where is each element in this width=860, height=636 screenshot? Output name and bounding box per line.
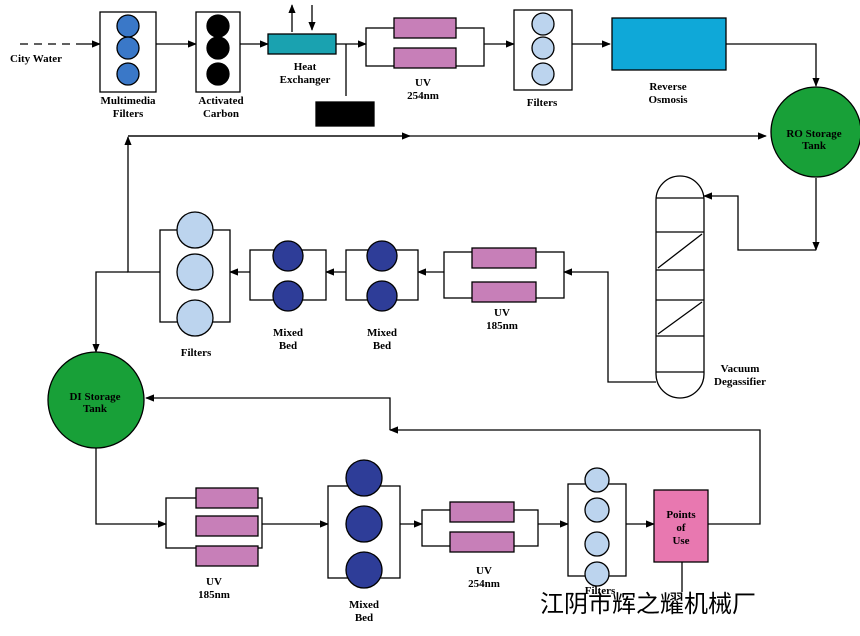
mixed3-label: Mixed — [349, 599, 379, 611]
mixed-bed-1 — [345, 240, 419, 312]
multimedia-filters-vessel — [116, 14, 140, 38]
uv-185-mid-lamp — [471, 281, 537, 303]
uv-top-label: 254nm — [407, 90, 439, 102]
mixed1-label: Mixed — [367, 327, 397, 339]
uv-bot2-label: 254nm — [468, 578, 500, 590]
heat-exchanger — [267, 33, 337, 55]
mixed-bed-3-vessel — [345, 551, 383, 589]
mixed-bed-1-vessel — [366, 240, 398, 272]
pou-label: Points — [666, 509, 696, 521]
uv-185-bot — [165, 487, 263, 567]
carbon-label: Carbon — [203, 108, 239, 120]
mixed-bed-3-vessel — [345, 459, 383, 497]
uv-185-mid-lamp — [471, 247, 537, 269]
flow-line — [703, 192, 816, 251]
multimedia-label: Filters — [113, 108, 144, 120]
points-of-use — [653, 489, 709, 563]
flow-line — [563, 268, 656, 383]
filters-bot-vessel — [584, 561, 610, 587]
di-tank-label: Tank — [83, 403, 108, 415]
activated-carbon-vessel — [206, 14, 230, 38]
recirc-line — [124, 136, 160, 273]
flow-line — [726, 43, 820, 87]
inlet-label: City Water — [10, 53, 62, 65]
filters-top — [513, 9, 573, 91]
filters-top-vessel — [531, 62, 555, 86]
ro-label: Osmosis — [648, 94, 688, 106]
pou-label: Use — [672, 535, 689, 547]
degassifier-shell — [655, 175, 705, 399]
filters-bot-vessel — [584, 497, 610, 523]
uv-mid-label: UV — [494, 307, 510, 319]
vacuum-label: Degassifier — [714, 376, 766, 388]
di-tank-label: DI Storage — [69, 391, 120, 403]
uv-bot1-label: 185nm — [198, 589, 230, 601]
uv-185-mid — [443, 247, 565, 303]
pou-label: of — [676, 522, 686, 534]
carbon-label: Activated — [198, 95, 243, 107]
uv-254-bot — [421, 501, 539, 553]
uv-bot2-label: UV — [476, 565, 492, 577]
activated-carbon-vessel — [206, 62, 230, 86]
vacuum-label: Vacuum — [721, 363, 760, 375]
mixed1-label: Bed — [373, 340, 391, 352]
uv-mid-label: 185nm — [486, 320, 518, 332]
mixed-bed-3 — [327, 459, 401, 589]
return-line — [145, 394, 391, 430]
vacuum-degassifier — [655, 175, 705, 399]
flow-line — [95, 446, 167, 528]
uv-top-label: UV — [415, 77, 431, 89]
ro-storage-tank — [770, 86, 860, 178]
filters-top-label: Filters — [527, 97, 558, 109]
uv-254-top — [365, 17, 485, 69]
filters-mid-vessel — [176, 299, 214, 337]
heat-exchanger-label: Heat — [294, 61, 317, 73]
watermark: 江阴市辉之耀机械厂 — [540, 590, 756, 618]
filters-mid-vessel — [176, 211, 214, 249]
uv-254-bot-lamp — [449, 501, 515, 523]
filters-bot-vessel — [584, 531, 610, 557]
multimedia-label: Multimedia — [101, 95, 156, 107]
mixed2-label: Bed — [279, 340, 297, 352]
reverse-osmosis — [611, 17, 727, 71]
heat-source-block — [315, 101, 375, 127]
uv-185-bot-lamp — [195, 487, 259, 509]
filters-mid — [159, 211, 231, 337]
ro-label: Reverse — [649, 81, 686, 93]
mixed-bed-2-vessel — [272, 240, 304, 272]
filters-top-vessel — [531, 12, 555, 36]
packing-diagonal — [657, 233, 703, 269]
multimedia-filters-vessel — [116, 36, 140, 60]
uv-254-top-lamp — [393, 17, 457, 39]
uv-185-bot-lamp — [195, 515, 259, 537]
filters-top-vessel — [531, 36, 555, 60]
filters-bot-label: Filters — [585, 585, 616, 597]
mixed-bed-1-vessel — [366, 280, 398, 312]
uv-254-top-lamp — [393, 47, 457, 69]
ro-tank-label: Tank — [802, 140, 827, 152]
packing-diagonal — [657, 301, 703, 335]
flow-line — [92, 271, 128, 353]
uv-185-bot-lamp — [195, 545, 259, 567]
mixed2-label: Mixed — [273, 327, 303, 339]
filters-mid-vessel — [176, 253, 214, 291]
mixed-bed-2 — [249, 240, 327, 312]
return-line — [389, 426, 761, 525]
mixed-bed-2-vessel — [272, 280, 304, 312]
activated-carbon — [195, 11, 241, 93]
ro-tank-label: RO Storage — [786, 128, 841, 140]
filters-mid-label: Filters — [181, 347, 212, 359]
multimedia-filters — [99, 11, 157, 93]
mixed3-label: Bed — [355, 612, 373, 624]
mixed-bed-3-vessel — [345, 505, 383, 543]
activated-carbon-vessel — [206, 36, 230, 60]
multimedia-filters-vessel — [116, 62, 140, 86]
di-storage-tank — [47, 351, 145, 449]
uv-254-bot-lamp — [449, 531, 515, 553]
filters-bot-vessel — [584, 467, 610, 493]
uv-bot1-label: UV — [206, 576, 222, 588]
heat-exchanger-label: Exchanger — [280, 74, 331, 86]
filters-bot — [567, 467, 627, 587]
